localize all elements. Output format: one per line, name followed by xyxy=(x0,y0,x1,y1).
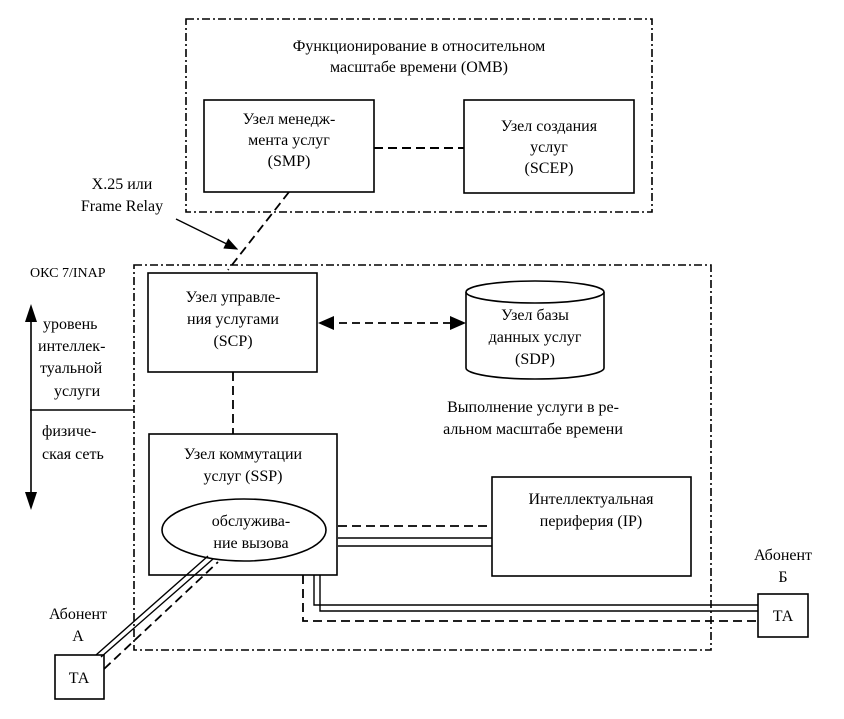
terminal-a-label: ТА xyxy=(69,670,90,687)
upper-level-line-3: туальной xyxy=(40,360,103,377)
smp-scp-link xyxy=(227,191,290,271)
ssp-label-line-1: Узел коммутации xyxy=(184,446,303,463)
smp-label-line-1: Узел менедж- xyxy=(243,111,336,128)
subscriber-b-voice-link-2 xyxy=(319,575,758,612)
sdp-database xyxy=(465,280,605,380)
ssp-label-line-2: услуг (SSP) xyxy=(204,468,283,485)
ip-label-line-1: Интеллектуальная xyxy=(529,491,655,508)
ip-label-line-2: периферия (IP) xyxy=(540,513,643,530)
level-arrow-down xyxy=(25,492,37,510)
ip-node xyxy=(491,476,692,577)
lower-level-line-2: ская сеть xyxy=(42,446,104,463)
subscriber-a-signal-link xyxy=(103,561,219,670)
scp-node xyxy=(147,272,318,373)
subscriber-a-line-1: Абонент xyxy=(49,606,107,623)
call-label-line-2: ние вызова xyxy=(213,535,288,552)
smp-label-line-3: (SMP) xyxy=(268,153,311,170)
sdp-label-line-2: данных услуг xyxy=(489,329,582,346)
link-label-line-2: Frame Relay xyxy=(81,198,163,215)
subscriber-a-line-2: А xyxy=(72,628,84,645)
call-handling xyxy=(161,498,327,562)
realtime-caption-line-2: альном масштабе времени xyxy=(443,421,623,438)
scp-label-line-1: Узел управле- xyxy=(186,289,281,306)
scep-label-line-1: Узел создания xyxy=(501,118,598,135)
terminal-b xyxy=(757,593,809,638)
upper-level-line-4: услуги xyxy=(54,383,101,400)
terminal-b-label: ТА xyxy=(773,608,794,625)
link-label-line-1: X.25 или xyxy=(92,176,153,193)
upper-level-line-1: уровень xyxy=(43,316,97,333)
oms-title-line-2: масштабе времени (ОМВ) xyxy=(330,59,508,76)
terminal-a xyxy=(54,654,105,700)
upper-level-line-2: интеллек- xyxy=(38,338,105,355)
sdp-label-line-3: (SDP) xyxy=(515,351,555,368)
oks-label: ОКС 7/INAP xyxy=(30,266,106,281)
scep-node xyxy=(463,99,635,194)
scep-label-line-3: (SCEP) xyxy=(525,160,574,177)
scp-label-line-2: ния услугами xyxy=(187,311,279,328)
lower-level-line-1: физиче- xyxy=(42,423,96,440)
subscriber-b-voice-link-1 xyxy=(313,575,758,606)
level-arrow-up xyxy=(25,304,37,322)
scp-sdp-arrowhead-left xyxy=(318,316,334,330)
oms-region xyxy=(185,18,653,213)
subscriber-b-signal-link xyxy=(302,575,758,622)
sdp-label-line-1: Узел базы xyxy=(501,307,569,324)
scp-sdp-arrowhead-right xyxy=(450,316,466,330)
realtime-region xyxy=(133,264,712,651)
call-label-line-1: обслужива- xyxy=(212,513,290,530)
subscriber-b-line-1: Абонент xyxy=(754,547,812,564)
link-arrow xyxy=(175,218,239,250)
scp-label-line-3: (SCP) xyxy=(213,333,252,350)
oms-title-line-1: Функционирование в относительном xyxy=(293,38,546,55)
subscriber-a-voice-link-1 xyxy=(95,555,209,656)
scep-label-line-2: услуг xyxy=(530,139,568,156)
smp-label-line-2: мента услуг xyxy=(248,132,330,149)
subscriber-b-line-2: Б xyxy=(778,569,787,586)
subscriber-a-voice-link-2 xyxy=(100,558,214,658)
realtime-caption-line-1: Выполнение услуги в ре- xyxy=(447,399,619,416)
